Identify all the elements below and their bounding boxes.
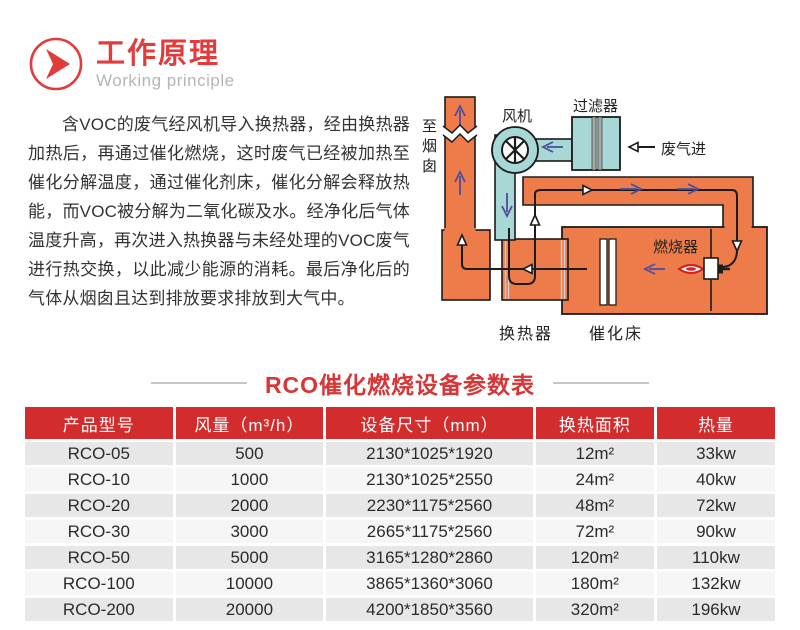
table-cell: 3000: [175, 520, 324, 543]
fan-blades-icon: [505, 137, 525, 163]
column-header: 换热面积: [535, 407, 654, 439]
table-cell: RCO-10: [25, 468, 173, 491]
divider-line: [150, 382, 247, 384]
working-principle-paragraph: 含VOC的废气经风机导入换热器，经由换热器加热后，再通过催化燃烧，这时废气已经被…: [28, 115, 410, 308]
table-cell: 3865*1360*3060: [326, 572, 533, 595]
direction-arrows: [454, 103, 701, 275]
process-flow-diagram: 至烟囱 风机 过滤器 废气进 燃烧器 换热器 催化床: [415, 80, 800, 358]
chimney-label: 至烟囱: [420, 118, 437, 178]
table-cell: 196kw: [656, 598, 775, 621]
filter-box: [571, 116, 621, 171]
table-cell: 3165*1280*2860: [326, 546, 533, 569]
upper-duct: [522, 176, 754, 231]
column-header: 产品型号: [25, 407, 173, 439]
table-title: RCO催化燃烧设备参数表: [264, 372, 536, 398]
table-cell: RCO-30: [25, 520, 173, 543]
filter-label: 过滤器: [573, 98, 619, 115]
chimney-break: [442, 123, 478, 143]
table-cell: 40kw: [656, 468, 775, 491]
gas-inlet-label: 废气进: [661, 141, 707, 158]
table-cell: 2230*1175*2560: [326, 494, 533, 517]
table-cell: 2130*1025*2550: [326, 468, 533, 491]
page-header: 工作原理 Working principle: [28, 36, 235, 92]
table-cell: 90kw: [656, 520, 775, 543]
column-header: 风量（m³/h）: [175, 407, 324, 439]
table-cell: 4200*1850*3560: [326, 598, 533, 621]
table-cell: 500: [175, 442, 324, 465]
table-cell: 120m²: [535, 546, 654, 569]
table-cell: 72kw: [656, 494, 775, 517]
page-subtitle: Working principle: [96, 70, 235, 90]
header-titles: 工作原理 Working principle: [96, 38, 235, 91]
heat-exchanger-label: 换热器: [499, 326, 554, 343]
table-cell: 2130*1025*1920: [326, 442, 533, 465]
page-title: 工作原理: [96, 37, 221, 70]
table-cell: RCO-50: [25, 546, 173, 569]
burner: [677, 257, 730, 280]
column-header: 设备尺寸（mm）: [326, 407, 533, 439]
catalytic-bed-bars: [599, 238, 617, 306]
table-cell: 33kw: [656, 442, 775, 465]
table-cell: 132kw: [656, 572, 775, 595]
table-cell: 5000: [175, 546, 324, 569]
table-cell: 110kw: [656, 546, 775, 569]
flow-arrowheads: [456, 141, 743, 275]
divider-line: [553, 382, 650, 384]
spec-table-header-row: 产品型号风量（m³/h）设备尺寸（mm）换热面积热量: [25, 407, 775, 439]
column-header: 热量: [656, 407, 775, 439]
table-section-header: RCO催化燃烧设备参数表: [0, 366, 800, 400]
table-cell: 12m²: [535, 442, 654, 465]
table-cell: RCO-200: [25, 598, 173, 621]
table-cell: 180m²: [535, 572, 654, 595]
fan-label: 风机: [502, 108, 533, 125]
burner-label: 燃烧器: [653, 239, 699, 256]
table-cell: 320m²: [535, 598, 654, 621]
table-cell: 1000: [175, 468, 324, 491]
table-cell: 24m²: [535, 468, 654, 491]
table-cell: RCO-05: [25, 442, 173, 465]
table-cell: RCO-100: [25, 572, 173, 595]
table-cell: 10000: [175, 572, 324, 595]
table-cell: 20000: [175, 598, 324, 621]
table-cell: 2665*1175*2560: [326, 520, 533, 543]
fan-and-inlet-duct: [491, 126, 573, 241]
table-cell: 48m²: [535, 494, 654, 517]
table-cell: 2000: [175, 494, 324, 517]
chevron-circle-icon: [28, 36, 84, 92]
table-cell: 72m²: [535, 520, 654, 543]
catalytic-bed-label: 催化床: [589, 326, 644, 343]
table-cell: RCO-20: [25, 494, 173, 517]
